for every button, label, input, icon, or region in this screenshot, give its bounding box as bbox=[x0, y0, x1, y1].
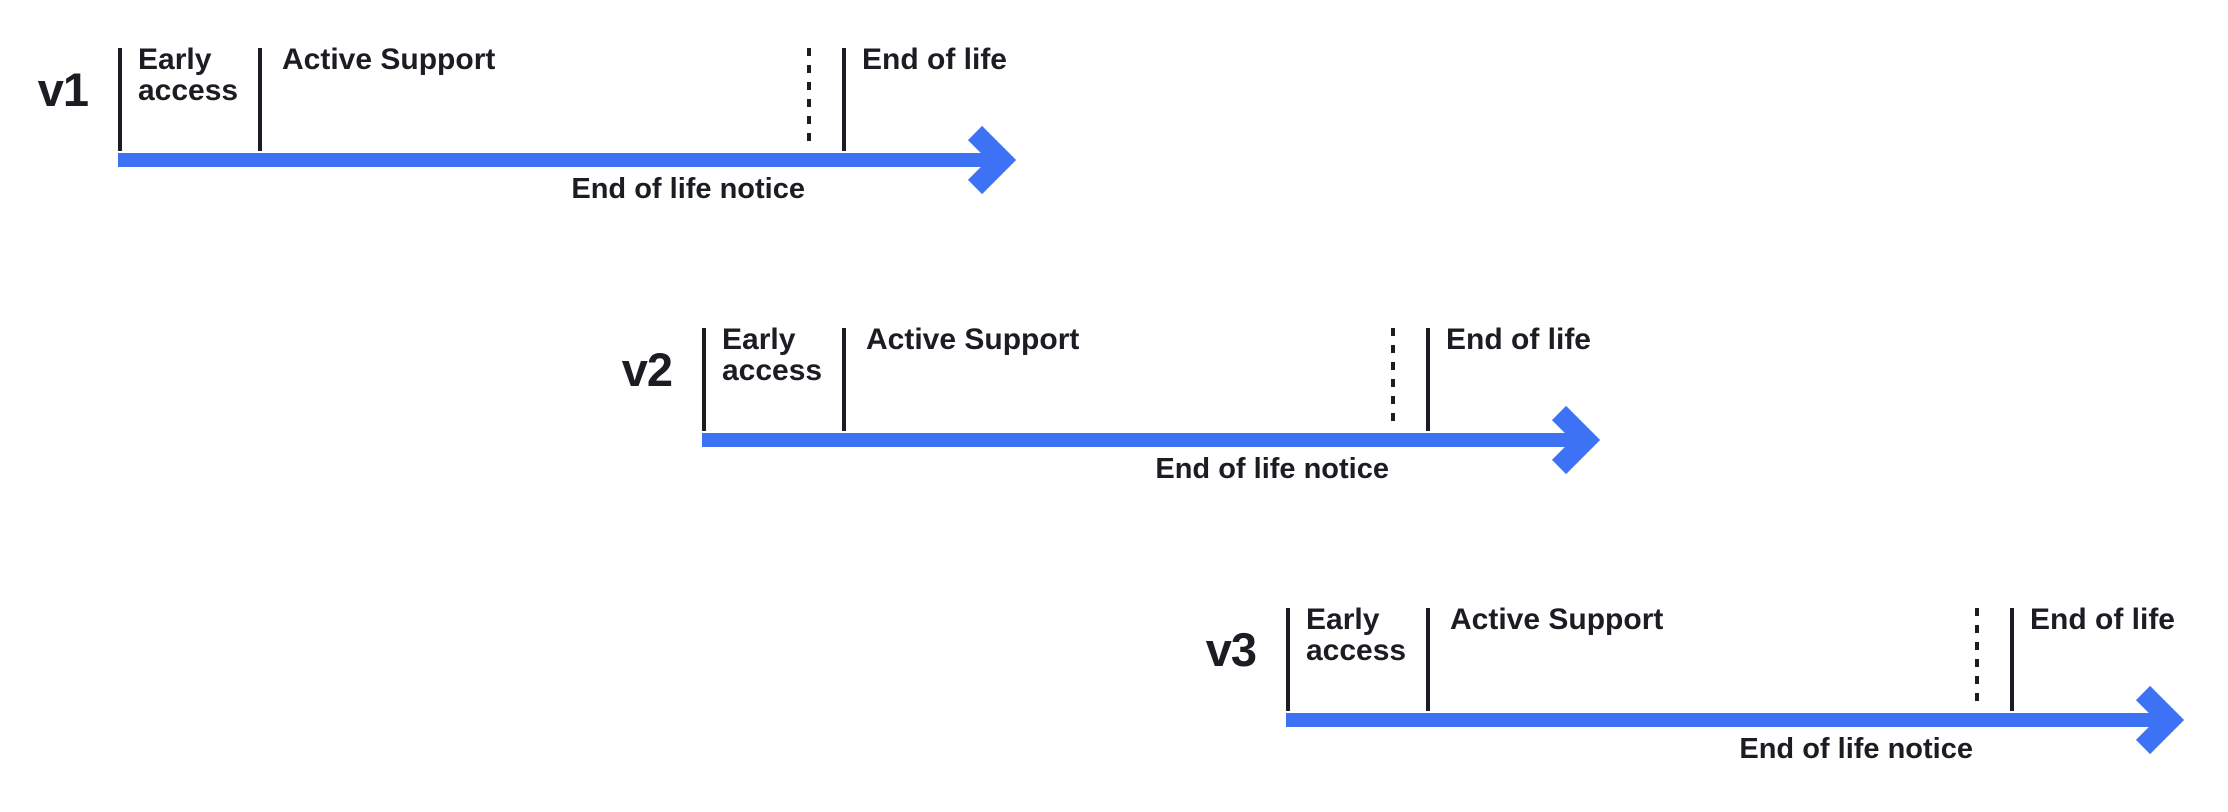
arrow-right-icon bbox=[1551, 405, 1601, 475]
early-access-tick bbox=[1286, 608, 1290, 711]
version-label: v2 bbox=[621, 343, 673, 396]
timeline-arrow-shaft bbox=[702, 433, 1576, 447]
active-support-tick bbox=[1426, 608, 1430, 711]
early-access-label: Early access bbox=[1306, 603, 1407, 667]
eol-notice-dashed-tick bbox=[1975, 608, 1979, 708]
end-of-life-label: End of life bbox=[2030, 603, 2175, 636]
eol-notice-dashed-tick bbox=[1391, 328, 1395, 428]
end-of-life-tick bbox=[1426, 328, 1430, 431]
timeline-arrow-shaft bbox=[1286, 713, 2160, 727]
timeline-row-v1: v1 Early access Active Support End of li… bbox=[38, 0, 1118, 230]
version-label: v1 bbox=[37, 63, 89, 116]
early-access-label: Early access bbox=[138, 43, 239, 107]
eol-notice-dashed-tick bbox=[807, 48, 811, 148]
active-support-tick bbox=[258, 48, 262, 151]
early-access-label: Early access bbox=[722, 323, 823, 387]
arrow-right-icon bbox=[967, 125, 1017, 195]
active-support-tick bbox=[842, 328, 846, 431]
timeline-arrow-shaft bbox=[118, 153, 992, 167]
eol-notice-label: End of life notice bbox=[1155, 453, 1389, 485]
end-of-life-label: End of life bbox=[1446, 323, 1591, 356]
eol-notice-label: End of life notice bbox=[571, 173, 805, 205]
timeline-row-v3: v3 Early access Active Support End of li… bbox=[1206, 560, 2228, 790]
active-support-label: Active Support bbox=[866, 323, 1080, 356]
early-access-tick bbox=[118, 48, 122, 151]
end-of-life-tick bbox=[2010, 608, 2014, 711]
arrow-right-icon bbox=[2135, 685, 2185, 755]
eol-notice-label: End of life notice bbox=[1739, 733, 1973, 765]
end-of-life-tick bbox=[842, 48, 846, 151]
end-of-life-label: End of life bbox=[862, 43, 1007, 76]
active-support-label: Active Support bbox=[1450, 603, 1664, 636]
version-label: v3 bbox=[1205, 623, 1257, 676]
early-access-tick bbox=[702, 328, 706, 431]
active-support-label: Active Support bbox=[282, 43, 496, 76]
timeline-row-v2: v2 Early access Active Support End of li… bbox=[622, 280, 1702, 510]
